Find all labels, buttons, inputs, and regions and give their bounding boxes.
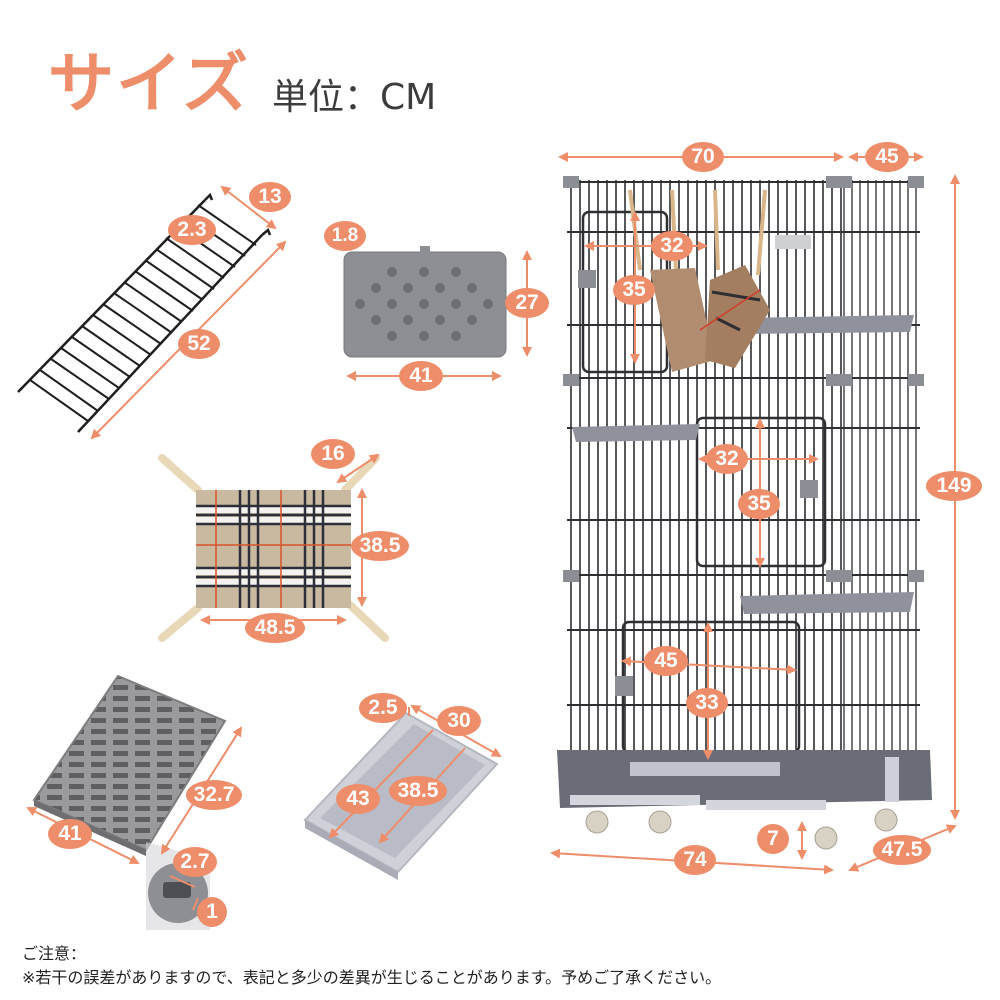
shelf-depth-badge: 27 xyxy=(505,288,549,318)
bottom-door-height-badge: 33 xyxy=(686,688,728,718)
shelf-illustration xyxy=(343,246,507,358)
notice-body: ※若干の誤差がありますので、表記と多少の差異が生じることがあります。予めご了承く… xyxy=(22,968,722,987)
caster-height-badge: 7 xyxy=(757,824,789,854)
unit-label: 単位：CM xyxy=(272,77,437,118)
page-title: サイズ xyxy=(48,45,251,122)
bottom-door-width-badge: 45 xyxy=(644,646,688,676)
cage-top-width-badge: 70 xyxy=(682,142,724,172)
tray-width-badge: 30 xyxy=(437,706,481,736)
top-door-height-badge: 35 xyxy=(613,275,655,305)
tray-inner-length-badge: 38.5 xyxy=(389,776,447,806)
hammock-width-badge: 48.5 xyxy=(245,613,305,643)
cage-height-badge: 149 xyxy=(926,471,982,501)
shelf-width-badge: 41 xyxy=(399,361,443,391)
mid-door-height-badge: 35 xyxy=(738,489,780,519)
mid-door-width-badge: 32 xyxy=(706,444,748,474)
hammock-strap-badge: 16 xyxy=(311,439,355,469)
ladder-width-badge: 13 xyxy=(249,182,291,212)
tray-lip-badge: 2.5 xyxy=(359,693,407,723)
hammock-illustration xyxy=(158,454,389,642)
top-door-width-badge: 32 xyxy=(651,231,693,261)
ladder-illustration xyxy=(17,192,272,433)
floor-grid-width-badge: 41 xyxy=(48,819,92,849)
base-depth-badge: 47.5 xyxy=(873,835,931,865)
notice-heading: ご注意： xyxy=(22,944,87,963)
ladder-spacing-badge: 2.3 xyxy=(168,215,216,245)
floor-grid-length-badge: 32.7 xyxy=(186,780,242,810)
floor-grid-slot-length-badge: 2.7 xyxy=(173,847,217,877)
floor-grid-slot-width-badge: 1 xyxy=(197,897,227,927)
base-width-badge: 74 xyxy=(674,845,716,875)
shelf-thickness-badge: 1.8 xyxy=(324,221,366,251)
cage-hammock xyxy=(628,189,770,372)
ladder-length-badge: 52 xyxy=(178,329,220,359)
cage-top-depth-badge: 45 xyxy=(865,142,909,172)
tray-outer-length-badge: 43 xyxy=(336,784,380,814)
hammock-height-badge: 38.5 xyxy=(351,531,409,561)
